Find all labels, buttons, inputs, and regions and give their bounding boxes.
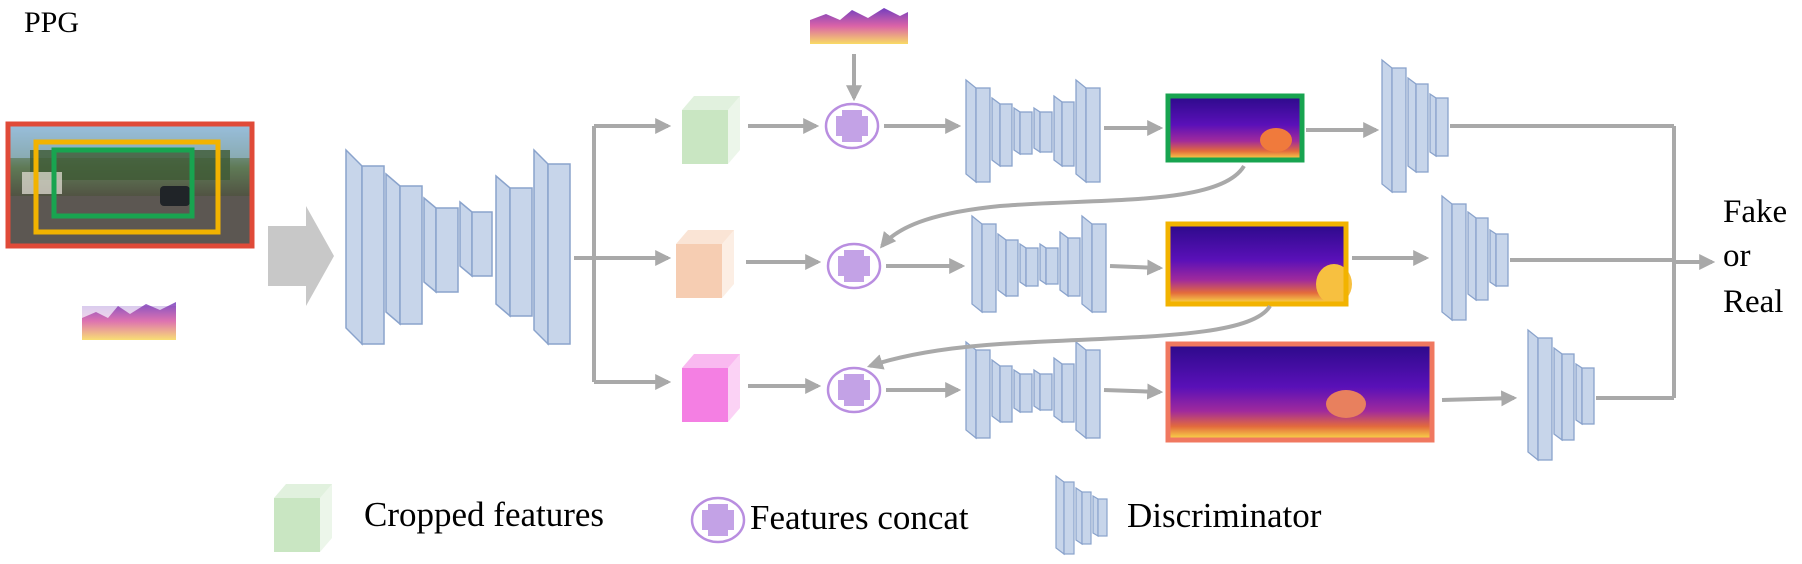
sparse-depth — [82, 302, 176, 340]
depth-map — [1165, 221, 1352, 307]
concat-icon — [690, 496, 746, 544]
output-label-fake: Fake — [1723, 194, 1788, 230]
street-photo — [5, 121, 255, 249]
input-arrow — [268, 206, 334, 306]
output-connector — [1450, 124, 1716, 400]
concat-icon — [826, 242, 882, 290]
crop-box-middle — [33, 139, 221, 235]
cube-icon — [682, 96, 740, 164]
generator-network — [345, 148, 571, 346]
crop-box-outer — [5, 121, 255, 249]
cube-icon — [676, 230, 734, 298]
output-label-real: Real — [1723, 284, 1784, 320]
branch-connector — [574, 118, 672, 390]
discriminator-icon — [1441, 194, 1509, 322]
depth-map — [1165, 93, 1305, 163]
legend-cropped-features: Cropped features — [364, 495, 605, 534]
discriminator-icon — [1527, 328, 1595, 462]
depth-map — [1165, 341, 1435, 443]
concat-icon — [824, 102, 880, 150]
legend-features-concat: Features concat — [750, 498, 969, 537]
crop-box-inner — [51, 147, 195, 219]
cube-icon — [682, 354, 740, 422]
discriminator-icon — [1381, 58, 1449, 194]
small-generator — [965, 340, 1101, 440]
concat-icon — [826, 366, 882, 414]
sparse-depth — [810, 8, 908, 102]
diagram-title: PPG — [24, 6, 80, 39]
cube-icon — [274, 484, 332, 552]
discriminator-icon — [1055, 474, 1108, 556]
small-generator — [971, 214, 1107, 314]
output-label-or: or — [1723, 238, 1751, 274]
small-generator — [965, 78, 1101, 184]
legend-discriminator: Discriminator — [1127, 496, 1322, 535]
